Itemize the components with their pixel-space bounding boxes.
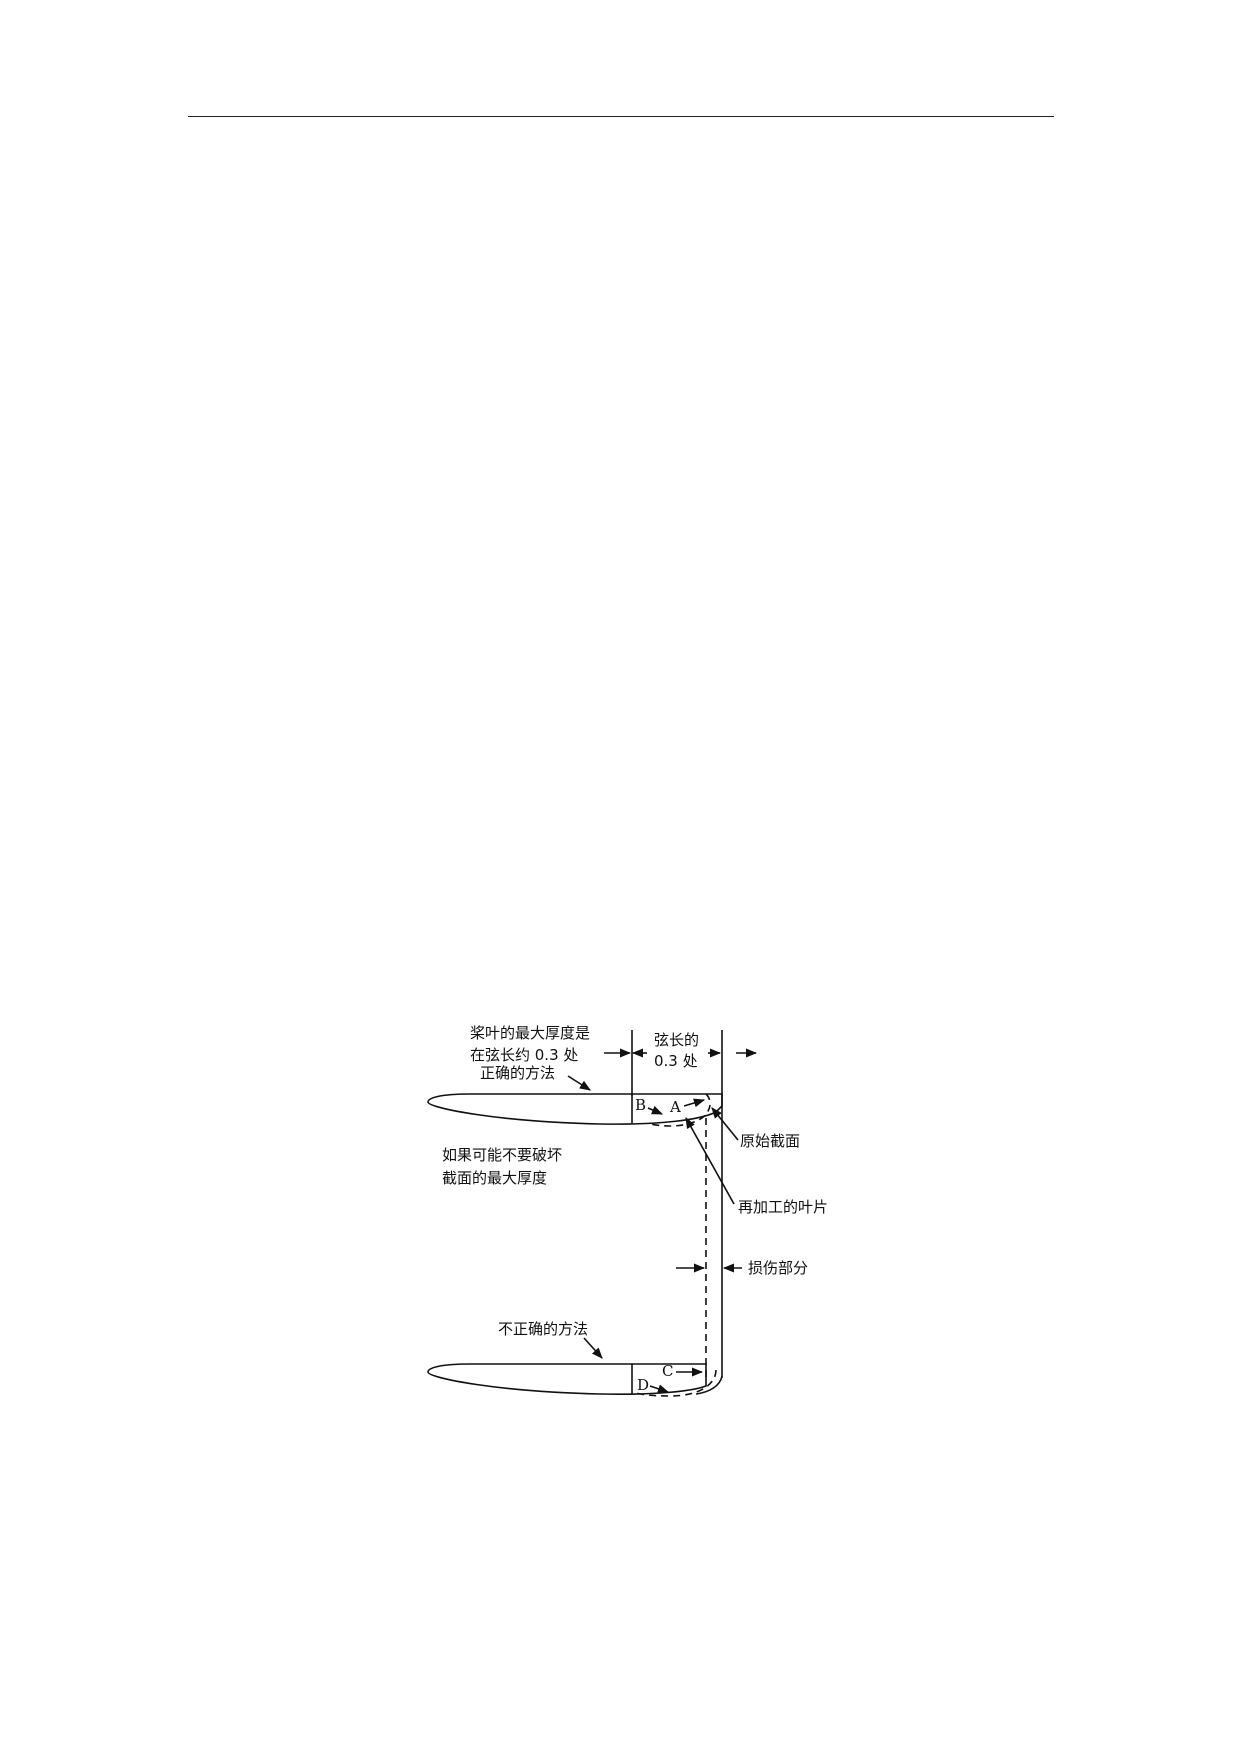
- original-section-arrow: [711, 1107, 739, 1141]
- bottom-blade-original-contour: [631, 1369, 717, 1397]
- arrow-b-marker: [647, 1105, 664, 1115]
- point-c-label: C: [662, 1362, 673, 1380]
- arrow-a-marker: [683, 1098, 706, 1108]
- point-b-label: B: [635, 1096, 646, 1114]
- reworked-blade-arrow: [685, 1117, 735, 1205]
- do-not-damage-line2: 截面的最大厚度: [442, 1169, 547, 1187]
- arrow-d-marker: [649, 1384, 670, 1394]
- top-blade-original-contour: [649, 1093, 711, 1127]
- do-not-damage-line1: 如果可能不要破坏: [442, 1146, 562, 1164]
- chord-label-line1: 弦长的: [654, 1031, 699, 1049]
- reworked-blade-label: 再加工的叶片: [738, 1198, 828, 1216]
- incorrect-method-arrow: [583, 1337, 603, 1359]
- bottom-blade-outline: [427, 1363, 707, 1395]
- chord-label-line2: 0.3 处: [654, 1052, 698, 1070]
- correct-method-arrow: [567, 1075, 591, 1091]
- bottom-blade-corner: [695, 1375, 723, 1395]
- incorrect-method-label: 不正确的方法: [498, 1320, 588, 1338]
- damaged-part-label: 损伤部分: [748, 1259, 808, 1277]
- original-section-label: 原始截面: [740, 1132, 800, 1150]
- max-thickness-label-line2: 在弦长约 0.3 处: [470, 1046, 578, 1064]
- header-rule: [188, 116, 1054, 117]
- max-thickness-label-line1: 桨叶的最大厚度是: [470, 1024, 590, 1042]
- point-a-label: A: [669, 1098, 681, 1116]
- point-d-label: D: [637, 1376, 649, 1394]
- correct-method-label: 正确的方法: [480, 1064, 555, 1082]
